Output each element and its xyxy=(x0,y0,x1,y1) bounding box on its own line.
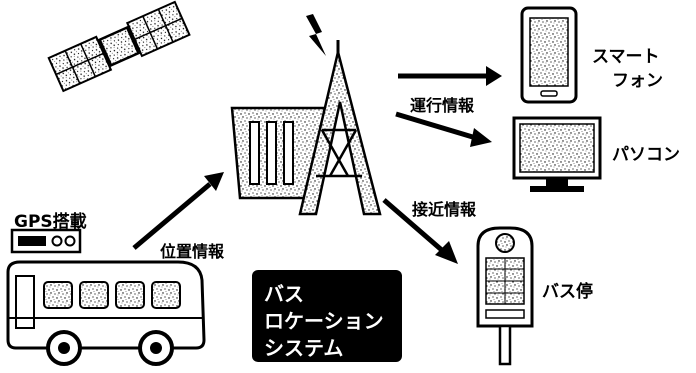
satellite-icon xyxy=(47,0,191,93)
lightning-icon xyxy=(306,14,326,56)
arrow-to-pc xyxy=(395,111,492,147)
gps-device-icon xyxy=(10,228,82,254)
building-icon xyxy=(230,106,328,200)
operation-info-label: 運行情報 xyxy=(410,96,475,115)
antenna-tower-icon xyxy=(298,40,382,216)
smartphone-label-line1: スマート xyxy=(592,47,660,67)
bus-location-system-box: バス ロケーション システム xyxy=(252,270,402,362)
smartphone-icon xyxy=(520,6,578,104)
system-box-line1: バス xyxy=(264,282,304,306)
gps-label: GPS搭載 xyxy=(14,212,87,232)
monitor-icon xyxy=(512,116,602,192)
smartphone-label-line2: フォン xyxy=(612,71,663,91)
approach-info-label: 接近情報 xyxy=(412,200,477,219)
system-box-line2: ロケーション xyxy=(264,309,384,333)
arrow-to-bus-stop xyxy=(382,198,458,264)
arrow-from-bus xyxy=(132,172,224,250)
arrow-to-smartphone xyxy=(398,66,502,86)
system-box-line3: システム xyxy=(264,336,344,360)
bus-stop-label: バス停 xyxy=(542,282,593,302)
bus-icon xyxy=(6,260,206,366)
bus-stop-sign-icon xyxy=(476,226,534,366)
position-info-label: 位置情報 xyxy=(160,242,225,261)
pc-label: パソコン xyxy=(612,145,680,165)
